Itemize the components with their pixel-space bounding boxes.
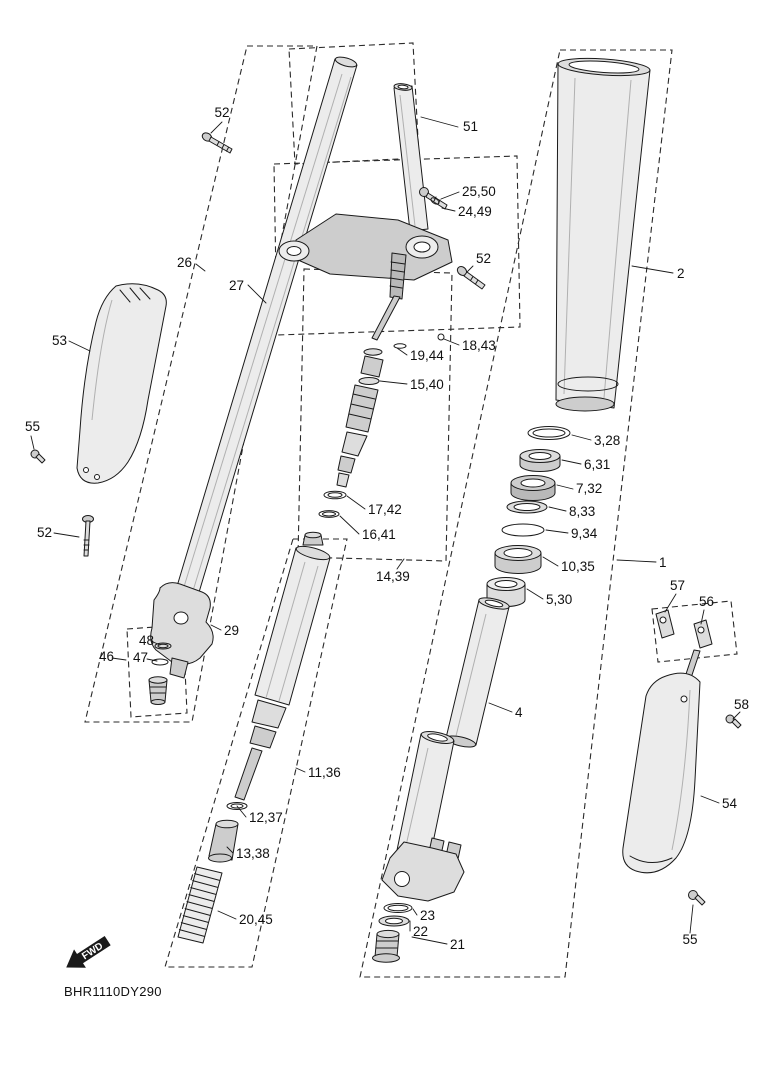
- callout-9-34: 9,34: [571, 526, 598, 541]
- callout-47: 47: [133, 650, 148, 665]
- callout-1: 1: [659, 555, 667, 570]
- callout-21: 21: [450, 937, 465, 952]
- callout-8-33: 8,33: [569, 504, 595, 519]
- callout-15-40: 15,40: [410, 377, 444, 392]
- part-bottom-case: [381, 731, 465, 902]
- callout-51: 51: [463, 119, 478, 134]
- callout-16-41: 16,41: [362, 527, 396, 542]
- callout-53: 53: [52, 333, 67, 348]
- callout-52-clamp: 52: [476, 251, 491, 266]
- part-outer-tube: [555, 57, 651, 412]
- part-seal-stack: [486, 426, 571, 607]
- part-bottom-small-parts: [372, 903, 413, 963]
- callout-13-38: 13,38: [236, 846, 270, 861]
- callout-55-left: 55: [25, 419, 40, 434]
- part-fork-spring: [177, 866, 223, 944]
- callout-19-44: 19,44: [410, 348, 444, 363]
- callout-5-30: 5,30: [546, 592, 572, 607]
- dashed-group-boxes: [84, 42, 738, 978]
- callout-4: 4: [515, 705, 523, 720]
- callout-58: 58: [734, 697, 749, 712]
- callout-12-37: 12,37: [249, 810, 283, 825]
- callout-17-42: 17,42: [368, 502, 402, 517]
- callout-54: 54: [722, 796, 738, 811]
- callout-10-35: 10,35: [561, 559, 595, 574]
- callout-48: 48: [139, 633, 154, 648]
- part-screws: [30, 132, 742, 906]
- callout-25-50: 25,50: [462, 184, 496, 199]
- callout-23: 23: [420, 908, 435, 923]
- part-inner-tube-segment: [445, 597, 510, 748]
- callout-18-43: 18,43: [462, 338, 496, 353]
- part-pinch-bolt-top: [419, 187, 448, 210]
- part-right-protector: [622, 609, 713, 874]
- part-left-axle-bracket: [148, 582, 214, 705]
- callout-26: 26: [177, 255, 192, 270]
- part-steering-stem: [393, 83, 429, 232]
- diagram-code: BHR1110DY290: [64, 984, 162, 999]
- callout-2: 2: [677, 266, 685, 281]
- callout-55-bottom: 55: [682, 932, 697, 947]
- part-damper-assembly: [318, 295, 445, 518]
- callout-52-top: 52: [214, 105, 229, 120]
- callout-3-28: 3,28: [594, 433, 620, 448]
- callout-labels: 52 51 25,50 24,49 26 27 2 52 53 18,43 19…: [25, 105, 749, 952]
- callout-11-36: 11,36: [308, 765, 341, 780]
- callout-46: 46: [99, 649, 114, 664]
- part-under-bracket: [278, 213, 453, 300]
- part-cartridge-assembly: [208, 531, 331, 863]
- callout-29: 29: [224, 623, 239, 638]
- leader-lines: [30, 116, 741, 945]
- callout-27: 27: [229, 278, 244, 293]
- callout-57: 57: [670, 578, 685, 593]
- callout-56: 56: [699, 594, 714, 609]
- part-left-protector: [76, 283, 167, 484]
- callout-20-45: 20,45: [239, 912, 273, 927]
- fwd-arrow: FWD: [66, 935, 111, 968]
- callout-6-31: 6,31: [584, 457, 610, 472]
- callout-24-49: 24,49: [458, 204, 492, 219]
- callout-22: 22: [413, 924, 428, 939]
- callout-52-left: 52: [37, 525, 52, 540]
- callout-14-39: 14,39: [376, 569, 410, 584]
- callout-7-32: 7,32: [576, 481, 602, 496]
